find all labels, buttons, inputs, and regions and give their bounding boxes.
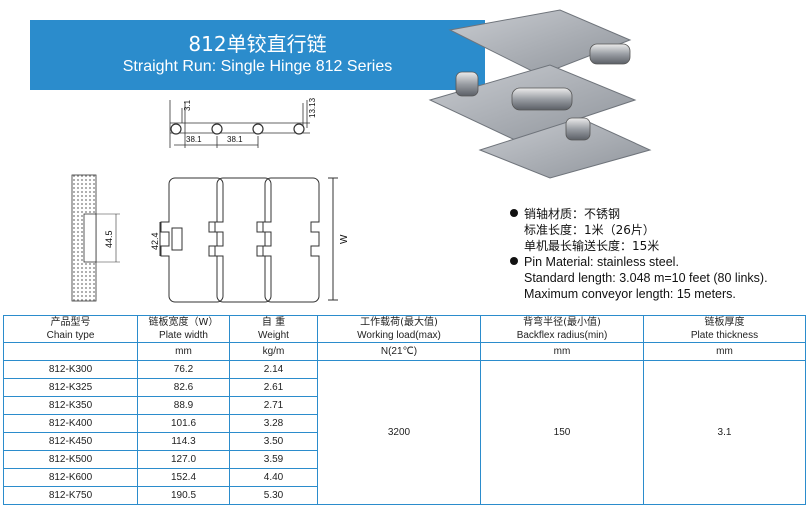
dim-thickness: 3.1 [183, 99, 192, 111]
cell-weight: 2.61 [229, 378, 318, 397]
cell-weight: 3.28 [229, 414, 318, 433]
unit-cell: mm [137, 342, 230, 361]
spec-standard-length-cn: 标准长度：1米（26片） [524, 223, 655, 237]
spec-max-length-en: Maximum conveyor length: 15 meters. [524, 287, 736, 301]
cell-chain-type: 812-K600 [3, 468, 138, 487]
table-units-row: mm kg/m N(21℃) mm mm [3, 342, 806, 361]
bullet-icon [510, 257, 518, 265]
dim-pitch-1: 38.1 [186, 135, 202, 144]
spec-max-length-cn: 单机最长输送长度：15米 [524, 239, 660, 253]
cell-chain-type: 812-K450 [3, 432, 138, 451]
cell-weight: 3.59 [229, 450, 318, 469]
cell-working-load: 3200 [317, 360, 481, 505]
table-row: 812-K500 127.0 3.59 [3, 450, 806, 469]
unit-cell [3, 342, 138, 361]
unit-cell: N(21℃) [317, 342, 481, 361]
col-header-working-load: 工作载荷(最大值)Working load(max) [317, 315, 481, 343]
table-row: 812-K300 76.2 2.14 3200 150 3.1 [3, 360, 806, 505]
cell-weight: 2.71 [229, 396, 318, 415]
cell-chain-type: 812-K325 [3, 378, 138, 397]
chain-product-photo [428, 9, 652, 179]
specifications-block: 销轴材质：不锈钢 标准长度：1米（26片） 单机最长输送长度：15米 Pin M… [510, 206, 768, 302]
spec-pin-material-en: Pin Material: stainless steel. [510, 254, 768, 270]
title-banner: 812单铰直行链 Straight Run: Single Hinge 812 … [30, 20, 485, 90]
cell-plate-width: 127.0 [137, 450, 230, 469]
col-header-backflex-radius: 背弯半径(最小值)Backflex radius(min) [480, 315, 644, 343]
unit-cell: mm [480, 342, 644, 361]
cell-backflex-radius: 150 [480, 360, 644, 505]
top-view-drawing: 44.5 42.4 W [71, 174, 350, 303]
bullet-icon [510, 209, 518, 217]
cell-chain-type: 812-K500 [3, 450, 138, 469]
unit-cell: kg/m [229, 342, 318, 361]
title-english: Straight Run: Single Hinge 812 Series [122, 58, 393, 75]
title-chinese: 812单铰直行链 [188, 32, 327, 56]
col-header-plate-width: 链板宽度（W）Plate width [137, 315, 230, 343]
cell-weight: 4.40 [229, 468, 318, 487]
cell-plate-width: 82.6 [137, 378, 230, 397]
dim-height: 13.13 [308, 97, 317, 118]
dim-plate-width-inner: 44.5 [104, 230, 114, 248]
dim-hinge-width: 42.4 [150, 232, 160, 250]
cell-chain-type: 812-K750 [3, 486, 138, 505]
dim-plate-width: W [339, 234, 350, 244]
cell-plate-width: 152.4 [137, 468, 230, 487]
cell-plate-width: 114.3 [137, 432, 230, 451]
table-row: 812-K600 152.4 4.40 [3, 468, 806, 487]
cell-plate-thickness: 3.1 [643, 360, 806, 505]
cell-weight: 3.50 [229, 432, 318, 451]
cell-weight: 2.14 [229, 360, 318, 379]
cell-chain-type: 812-K300 [3, 360, 138, 379]
table-row: 812-K750 190.5 5.30 [3, 486, 806, 505]
cell-plate-width: 190.5 [137, 486, 230, 505]
cell-plate-width: 101.6 [137, 414, 230, 433]
cell-weight: 5.30 [229, 486, 318, 505]
dim-pitch-2: 38.1 [227, 135, 243, 144]
side-view-drawing: 38.1 38.1 3.1 13.13 [169, 97, 317, 148]
cell-chain-type: 812-K350 [3, 396, 138, 415]
spec-pin-material-cn: 销轴材质：不锈钢 [510, 206, 768, 222]
spec-standard-length-en: Standard length: 3.048 m=10 feet (80 lin… [524, 271, 768, 285]
cell-chain-type: 812-K400 [3, 414, 138, 433]
cell-plate-width: 88.9 [137, 396, 230, 415]
cell-plate-width: 76.2 [137, 360, 230, 379]
table-row: 812-K350 88.9 2.71 [3, 396, 806, 415]
unit-cell: mm [643, 342, 806, 361]
